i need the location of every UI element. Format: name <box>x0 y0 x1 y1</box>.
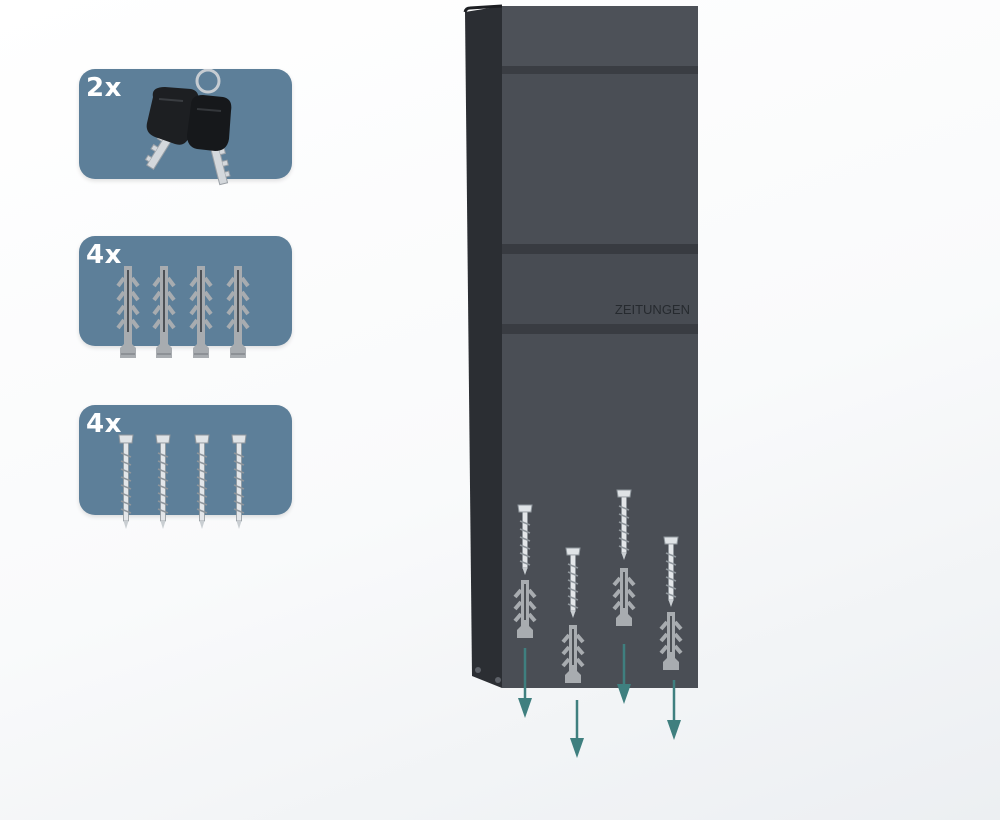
mailbox-lower-door <box>502 334 698 688</box>
mailbox-lid <box>502 6 698 68</box>
screws-count: 4x <box>86 409 122 439</box>
newspaper-compartment <box>502 254 698 324</box>
anchors-count: 4x <box>86 240 122 270</box>
mailbox-illustration: ZEITUNGEN <box>463 4 698 758</box>
keys-count: 2x <box>86 73 122 103</box>
screws-panel: 4x <box>79 405 292 530</box>
wall-anchor-icon <box>116 264 250 360</box>
keys-panel: 2x <box>79 69 292 186</box>
mailbox-side-wall <box>465 6 502 688</box>
mailbox-upper-door <box>502 74 698 244</box>
screw-icon <box>118 434 247 530</box>
newspaper-label: ZEITUNGEN <box>615 302 690 317</box>
anchors-panel: 4x <box>79 236 292 360</box>
key-icon <box>144 69 232 186</box>
